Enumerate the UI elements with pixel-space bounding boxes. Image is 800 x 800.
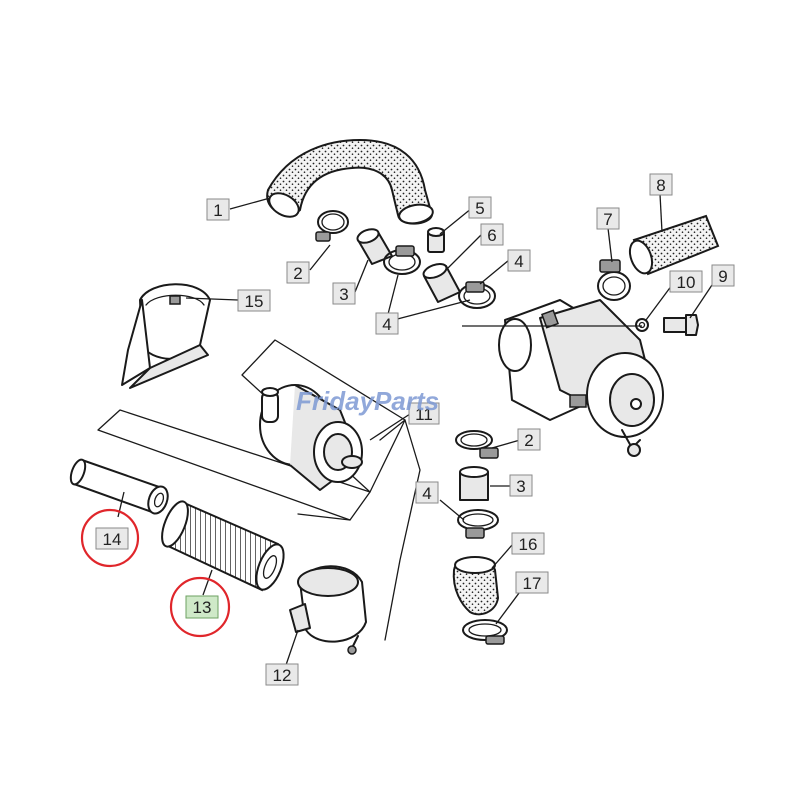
callout-10: 10: [669, 270, 703, 293]
hose-8: [628, 214, 720, 276]
callout-label: 17: [523, 574, 542, 593]
callout-13: 13: [169, 576, 231, 638]
hose-clamp-4b: [458, 281, 496, 309]
callout-label: 4: [422, 484, 431, 503]
air-cleaner-body: [259, 384, 363, 491]
callout-label: 4: [382, 315, 391, 334]
callout-label: 9: [718, 267, 727, 286]
elbow-hose-16: [452, 556, 500, 616]
hose-clamp-17: [462, 619, 508, 645]
callout-15: 15: [237, 289, 271, 312]
callout-label: 11: [415, 405, 433, 424]
hose-clamp-4-lower: [457, 509, 499, 539]
callout-2a: 2: [286, 261, 310, 284]
callout-12: 12: [265, 663, 299, 686]
callout-9: 9: [711, 264, 735, 287]
callout-17: 17: [515, 571, 549, 594]
vacuator-fitting: [427, 227, 445, 253]
callout-label: 1: [213, 201, 222, 220]
callout-label: 8: [656, 176, 665, 195]
callout-label: 4: [514, 252, 523, 271]
hose-clamp-upper: [315, 210, 349, 242]
callout-label: 14: [103, 530, 122, 549]
coupling-sleeve-upper: [356, 228, 393, 265]
callout-label: 10: [677, 273, 696, 292]
callout-4a: 4: [375, 312, 399, 335]
end-cover: [289, 565, 367, 655]
hose-clamp-4a: [383, 245, 421, 275]
callout-label: 15: [245, 292, 264, 311]
callout-label: 7: [603, 210, 612, 229]
leader-lines: [117, 193, 713, 666]
mounting-band: [121, 283, 211, 389]
callout-8: 8: [649, 173, 673, 196]
callout-5: 5: [468, 196, 492, 219]
air-cleaner-housing: [498, 299, 664, 457]
callout-3b: 3: [509, 474, 533, 497]
callout-16: 16: [511, 532, 545, 555]
hose-clamp-2-lower: [455, 430, 499, 459]
callout-6: 6: [480, 223, 504, 246]
callout-11: 11: [408, 402, 440, 425]
watermark-text: FridayParts: [296, 386, 439, 416]
callout-label: 2: [293, 264, 302, 283]
coupling-sleeve-lower: [459, 466, 489, 501]
callout-label: 16: [519, 535, 538, 554]
watermark-logo: FridayParts: [296, 386, 439, 416]
callout-4b: 4: [507, 249, 531, 272]
intake-hose: [266, 138, 434, 225]
callout-label: 6: [487, 226, 496, 245]
primary-filter-element: [161, 500, 285, 592]
safety-filter-element: [69, 458, 169, 515]
callout-label: 2: [524, 431, 533, 450]
callout-label: 3: [339, 285, 348, 304]
callout-7: 7: [596, 207, 620, 230]
callout-2b: 2: [517, 428, 541, 451]
callout-label: 3: [516, 477, 525, 496]
callout-14: 14: [80, 508, 140, 568]
callout-1: 1: [206, 198, 230, 221]
callout-label: 12: [273, 666, 292, 685]
callout-label: 5: [475, 199, 484, 218]
washer-and-bolt: [635, 314, 699, 336]
callout-label: 13: [193, 598, 212, 617]
hose-clamp-7: [597, 259, 631, 301]
callout-4c: 4: [415, 481, 439, 504]
coupling-sleeve-6: [422, 263, 461, 303]
callout-3a: 3: [332, 282, 356, 305]
